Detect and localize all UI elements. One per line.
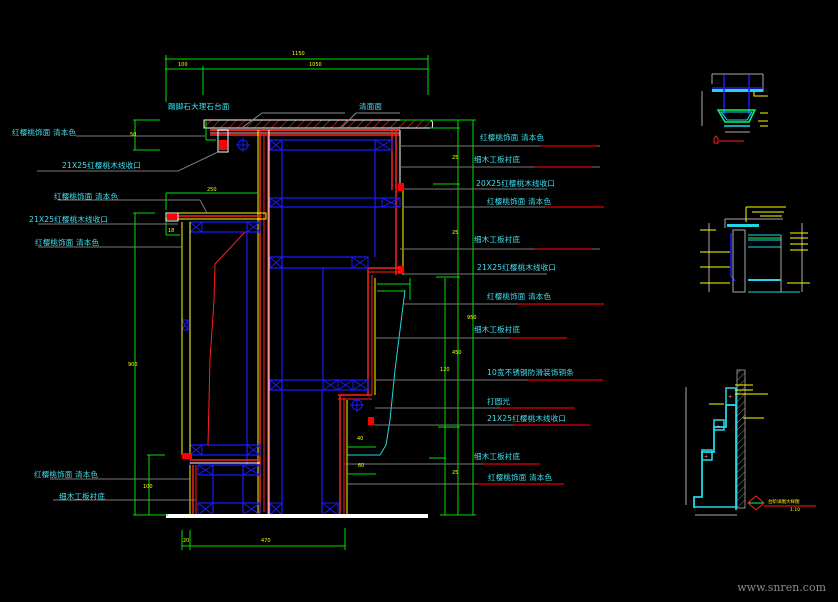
label-edge: 清面面 xyxy=(359,102,383,111)
dim-right-lower: 450 xyxy=(452,350,462,356)
dim-left-lower: 100 xyxy=(143,484,153,490)
left-cabinet xyxy=(165,212,267,515)
left-annotation: 21X25红樱桃木线收口 xyxy=(29,215,109,224)
watermark: www.snren.com xyxy=(737,581,826,594)
blocking-block xyxy=(351,256,369,269)
blocking-block xyxy=(352,379,369,391)
right-annotation: 红樱桃饰面 清本色 xyxy=(487,292,552,301)
right-annotation: 红樱桃饰面 清本色 xyxy=(488,473,553,482)
right-annotation: 21X25红樱桃木线收口 xyxy=(487,414,567,423)
right-upper-wall xyxy=(368,130,404,275)
right-annotation: 细木工板衬底 xyxy=(474,325,521,334)
blocking-block xyxy=(269,197,283,208)
blocking-crosses xyxy=(181,139,401,516)
dim-left-height: 900 xyxy=(128,362,138,368)
svg-text:+: + xyxy=(716,424,720,430)
right-annotation: 细木工板衬底 xyxy=(474,155,521,164)
blocking-block xyxy=(374,139,393,151)
top-leaders xyxy=(242,112,400,128)
right-annotation: 10宽不锈钢防滑装饰铜条 xyxy=(487,368,574,377)
dim-mid-width: 250 xyxy=(207,187,217,193)
blocking-block xyxy=(242,464,261,476)
dim-right-low3: 25 xyxy=(452,470,459,476)
detail-3-steps: + + + xyxy=(685,369,816,516)
left-annotation: 红樱桃饰面 清本色 xyxy=(34,470,99,479)
top-dimensions xyxy=(165,55,429,102)
detail-3-symbol xyxy=(747,495,816,511)
right-annotation: 打圆光 xyxy=(487,397,511,406)
dim-step2: 60 xyxy=(358,463,365,469)
dim-left-small: 50 xyxy=(130,132,137,138)
right-annotation: 细木工板衬底 xyxy=(474,235,521,244)
left-dimensions xyxy=(133,119,258,516)
right-annotation: 细木工板衬底 xyxy=(474,452,521,461)
dim-right-top: 25 xyxy=(452,155,459,161)
blocking-block xyxy=(381,197,401,208)
dim-top-total: 1150 xyxy=(292,51,305,57)
left-annotation: 红樱桃饰面 清本色 xyxy=(35,238,100,247)
detail-1-nosing xyxy=(701,73,768,144)
right-annotation: 红樱桃饰面 清本色 xyxy=(480,133,545,142)
bottom-dimensions xyxy=(181,528,346,550)
svg-text:+: + xyxy=(728,394,732,400)
svg-text:+: + xyxy=(704,454,708,460)
dim-bottom-width: 470 xyxy=(261,538,271,544)
blocking-block xyxy=(269,256,283,269)
countertop-slab xyxy=(203,119,434,136)
left-annotation: 21X25红樱桃木线收口 xyxy=(62,161,142,170)
right-dimensions xyxy=(347,119,476,516)
leader-tails xyxy=(478,145,604,485)
detail-3-title: 台阶详图大样图 xyxy=(768,500,800,505)
detail-2-section xyxy=(700,206,810,293)
blocking-block xyxy=(246,221,261,233)
right-annotation: 21X25红樱桃木线收口 xyxy=(477,263,557,272)
left-lip xyxy=(217,129,250,153)
dim-bottom-small: 20 xyxy=(183,538,190,544)
detail-3-scale: 1:10 xyxy=(790,508,801,513)
right-annotation: 20X25红樱桃木线收口 xyxy=(476,179,556,188)
leader-lines xyxy=(37,135,604,501)
left-annotation: 红樱桃饰面 清本色 xyxy=(54,192,119,201)
right-annotation: 红樱桃饰面 清本色 xyxy=(487,197,552,206)
step-profile-line xyxy=(347,289,406,456)
dim-mid-small: 18 xyxy=(168,228,175,234)
dim-top-right: 1050 xyxy=(309,62,322,68)
blocking-block xyxy=(197,464,214,476)
blocking-block xyxy=(246,444,261,456)
stepped-wall xyxy=(338,268,376,515)
floor-line xyxy=(166,514,428,518)
left-annotation: 细木工板衬底 xyxy=(59,492,106,501)
label-countertop: 踢脚石大理石台面 xyxy=(168,102,230,111)
main-section xyxy=(37,55,604,550)
dim-right-outer: 950 xyxy=(467,315,477,321)
blocking-block xyxy=(269,379,283,391)
dim-step1: 40 xyxy=(357,436,364,442)
left-annotation: 红樱桃饰面 清本色 xyxy=(12,128,77,137)
center-wall xyxy=(257,129,270,516)
dim-top-left: 100 xyxy=(178,62,188,68)
dim-right-mid: 25 xyxy=(452,230,459,236)
dim-right-low2: 120 xyxy=(440,367,450,373)
blocking-block xyxy=(269,139,283,151)
